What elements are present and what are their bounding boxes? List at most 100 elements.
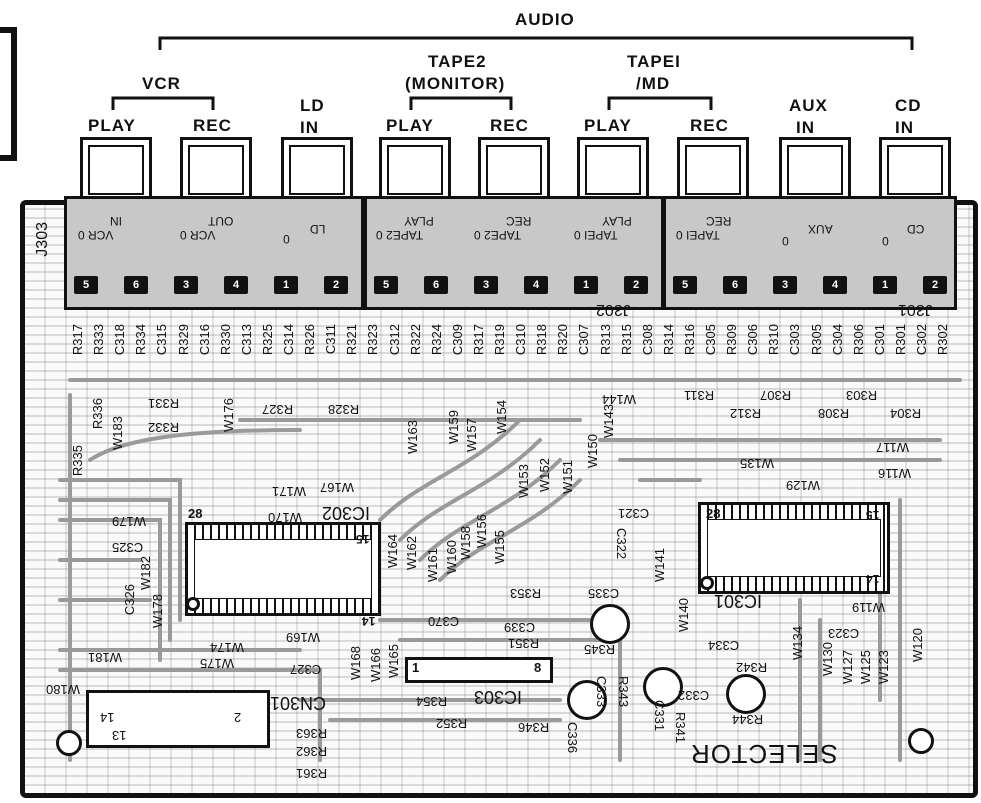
component-label: R322	[407, 324, 423, 356]
label-w166: W166	[368, 648, 383, 682]
component-label: R315	[618, 324, 634, 356]
label-w158: W158	[458, 526, 473, 560]
label-cd-zero: 0	[882, 234, 889, 248]
label-r311: R311	[684, 388, 715, 403]
tape2-header: TAPE2	[428, 52, 487, 71]
label-w156: W156	[474, 514, 489, 548]
audio-bracket	[0, 27, 914, 161]
component-label: C315	[154, 324, 170, 356]
ic301-label: IC301	[714, 591, 763, 611]
component-label: R334	[133, 324, 149, 356]
label-w176: W176	[221, 398, 236, 432]
vcr-rec-label: REC	[193, 116, 232, 135]
component-label: R329	[175, 324, 191, 356]
label-w152: W152	[537, 458, 552, 492]
connector-pin: 6	[124, 276, 148, 294]
component-label: R325	[259, 324, 275, 356]
label-tape2-rec: TAPE2 0	[474, 228, 522, 242]
component-label: R319	[492, 324, 507, 356]
ic303-label: IC303	[474, 687, 523, 707]
component-label: R313	[597, 324, 613, 356]
tape2-rec-label: REC	[490, 116, 529, 135]
connector-j303	[64, 196, 364, 310]
label-w141: W141	[652, 548, 667, 582]
label-w178: W178	[150, 594, 165, 628]
cd-label: CD	[895, 96, 922, 115]
label-c325: C325	[112, 540, 144, 555]
label-c370: C370	[428, 614, 460, 629]
label-vcr-out: VCR 0	[180, 228, 216, 242]
label-vcr-in: VCR 0	[78, 228, 114, 242]
label-vcr-in-sub: IN	[110, 214, 122, 228]
label-c321: C321	[618, 506, 650, 521]
label-w134: W134	[790, 626, 805, 660]
label-r345: R345	[584, 642, 616, 657]
component-label: R333	[91, 324, 107, 356]
cn301-pin14: 14	[100, 710, 115, 725]
label-r341: R341	[673, 712, 688, 744]
ref-j303: J303	[34, 222, 51, 257]
component-label: R302	[935, 324, 951, 356]
capacitor-c332	[726, 674, 766, 714]
label-c333: C333	[594, 676, 609, 708]
component-label: R316	[681, 324, 697, 356]
cd-in-label: IN	[895, 118, 914, 137]
component-label: R324	[428, 324, 444, 356]
label-w170: W170	[268, 510, 302, 525]
jack-vcr-play	[80, 137, 152, 203]
component-label: C301	[871, 324, 887, 356]
label-w119: W119	[852, 600, 885, 615]
connector-j302	[364, 196, 664, 310]
connector-pin: 3	[174, 276, 198, 294]
label-w180: W180	[46, 682, 80, 697]
label-w129: W129	[786, 478, 820, 493]
cn301-label: CN301	[270, 693, 327, 713]
label-w164: W164	[385, 534, 400, 568]
vcr-header: VCR	[142, 74, 181, 93]
label-tape2-rec-sub: REC	[506, 214, 532, 228]
label-r327: R327	[262, 402, 294, 417]
component-label: R317	[70, 324, 85, 356]
label-r335: R335	[70, 445, 85, 477]
connector-j301	[663, 196, 957, 310]
label-r363: R363	[296, 726, 328, 741]
label-w125: W125	[858, 650, 873, 684]
label-w161: W161	[425, 548, 440, 582]
connector-pin: 4	[224, 276, 248, 294]
ic301-chip	[698, 502, 890, 594]
connector-pin: 1	[574, 276, 598, 294]
connector-pin: 1	[274, 276, 298, 294]
label-r307: R307	[760, 388, 792, 403]
label-w174: W174	[210, 640, 244, 655]
label-r312: R312	[730, 406, 762, 421]
label-w168: W168	[348, 646, 363, 680]
component-label: C306	[745, 324, 761, 356]
selector-label: SELECTOR	[690, 739, 838, 769]
label-c336: C336	[565, 722, 580, 754]
component-label: R306	[850, 324, 866, 356]
jack-vcr-rec	[180, 137, 252, 203]
ref-j301: J301	[898, 301, 933, 318]
component-label: R326	[302, 324, 318, 356]
label-w130: W130	[820, 642, 835, 676]
monitor-header: (MONITOR)	[405, 74, 506, 93]
mounting-hole-right	[908, 728, 934, 754]
component-label: C307	[576, 324, 592, 356]
component-label: C302	[914, 324, 929, 356]
label-w169: W169	[286, 630, 320, 645]
label-tape2-play-sub: PLAY	[404, 214, 434, 228]
cn301-pin2: 2	[234, 710, 242, 725]
jack-tape2-rec	[478, 137, 550, 203]
label-w151: W151	[560, 460, 575, 494]
label-w117: W117	[876, 440, 909, 455]
ic301-pin14: 14	[866, 572, 880, 586]
label-c322: C322	[614, 528, 629, 560]
jack-tape1-play	[577, 137, 649, 203]
tape1-play-label: PLAY	[584, 116, 632, 135]
component-label: C316	[196, 324, 212, 356]
label-r336: R336	[90, 398, 105, 430]
connector-pin: 2	[324, 276, 348, 294]
component-label: R320	[555, 324, 571, 356]
component-label: C313	[238, 324, 254, 356]
component-label: R309	[724, 324, 740, 356]
